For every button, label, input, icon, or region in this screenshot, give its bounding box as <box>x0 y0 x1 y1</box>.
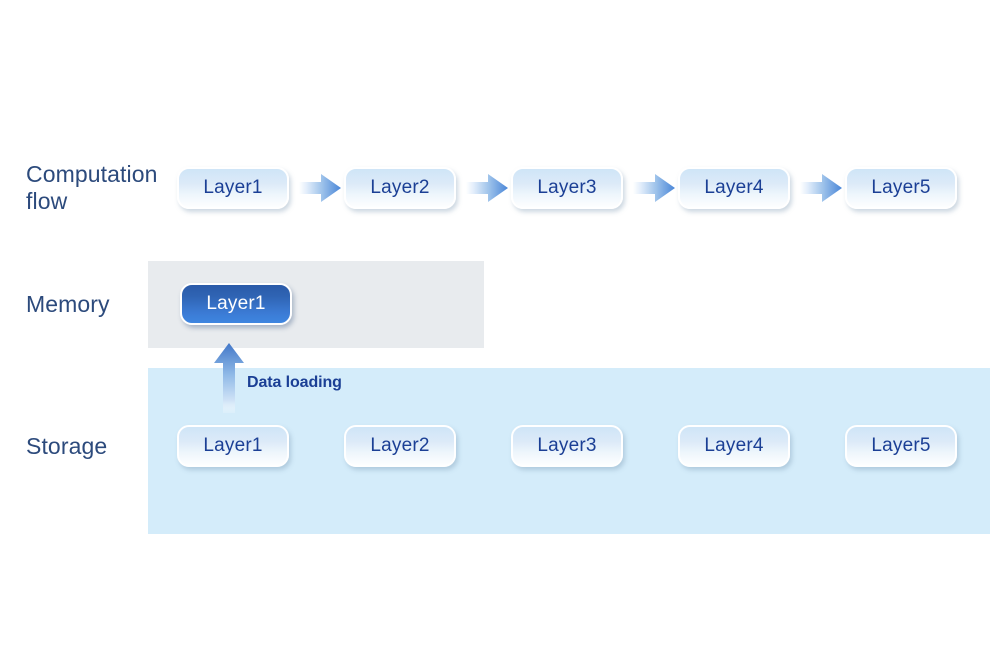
computation-flow-chip-layer5[interactable]: Layer5 <box>845 167 957 209</box>
arrow-right-icon <box>633 174 675 202</box>
computation-flow-chip-layer1[interactable]: Layer1 <box>177 167 289 209</box>
memory-chip-layer1[interactable]: Layer1 <box>180 283 292 325</box>
row-label-storage: Storage <box>26 433 108 459</box>
storage-chip-layer3[interactable]: Layer3 <box>511 425 623 467</box>
storage-chip-layer1[interactable]: Layer1 <box>177 425 289 467</box>
computation-flow-chip-layer4[interactable]: Layer4 <box>678 167 790 209</box>
storage-chip-layer2[interactable]: Layer2 <box>344 425 456 467</box>
arrow-right-icon <box>466 174 508 202</box>
computation-flow-chip-layer3[interactable]: Layer3 <box>511 167 623 209</box>
row-label-memory: Memory <box>26 291 110 317</box>
arrow-right-icon <box>800 174 842 202</box>
data-loading-label: Data loading <box>247 374 342 391</box>
arrow-right-icon <box>299 174 341 202</box>
arrow-up-icon <box>214 343 244 413</box>
computation-flow-chip-layer2[interactable]: Layer2 <box>344 167 456 209</box>
storage-chip-layer4[interactable]: Layer4 <box>678 425 790 467</box>
storage-chip-layer5[interactable]: Layer5 <box>845 425 957 467</box>
row-label-computation-flow: Computation flow <box>26 161 158 214</box>
